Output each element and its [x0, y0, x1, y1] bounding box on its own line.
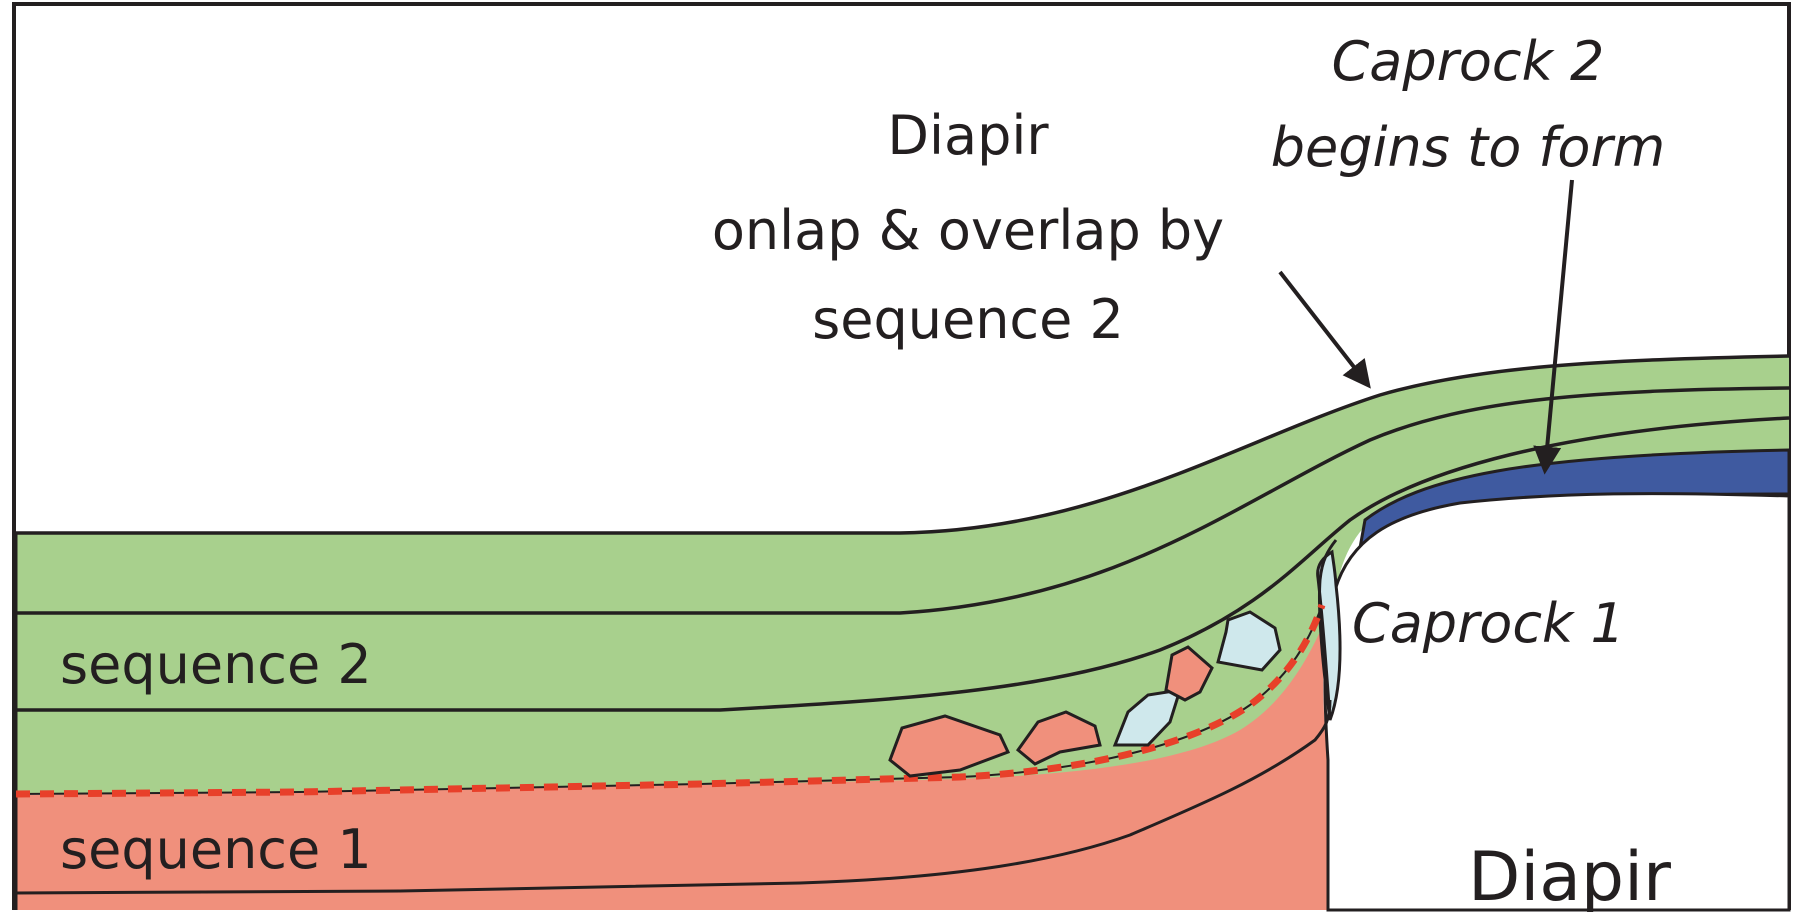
- diapir-onlap-label-line-1: Diapir: [887, 104, 1049, 167]
- caprock-1-label: Caprock 1: [1352, 592, 1625, 655]
- sequence-1-label: sequence 1: [60, 818, 372, 881]
- sequence-2-label: sequence 2: [60, 633, 372, 696]
- diapir-onlap-label-line-2: onlap & overlap by: [712, 199, 1224, 262]
- diapir-body-label: Diapir: [1468, 838, 1671, 912]
- diapir-onlap-label-line-3: sequence 2: [812, 288, 1124, 351]
- caprock-2-label-line-2: begins to form: [1271, 116, 1666, 179]
- caprock-2-label-line-1: Caprock 2: [1332, 30, 1605, 93]
